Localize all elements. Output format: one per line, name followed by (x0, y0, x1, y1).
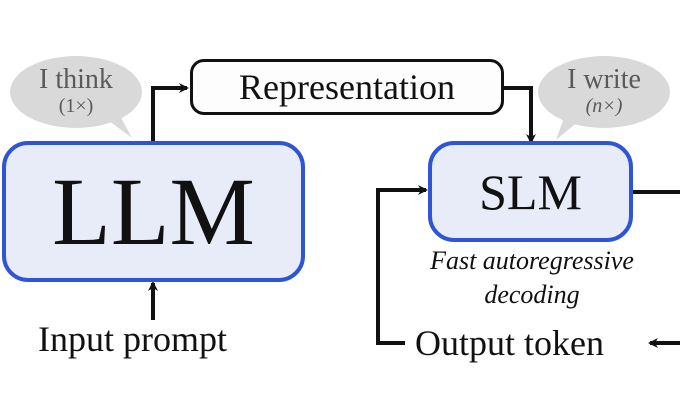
arrow-representation-to-slm (503, 86, 536, 144)
input-prompt-label: Input prompt (38, 319, 227, 359)
representation-label: Representation (239, 67, 455, 107)
slm-thought: I write (n×) (538, 64, 670, 117)
arrow-output-loop-to-slm (376, 185, 428, 345)
output-token-label: Output token (415, 323, 604, 363)
slm-thought-bubble (538, 56, 670, 140)
representation-box: Representation (190, 59, 504, 115)
slm-multiplier: (n×) (585, 95, 623, 117)
slm-caption-line1: Fast autoregressive (430, 246, 634, 275)
llm-thought: I think (1×) (10, 64, 142, 117)
slm-caption: Fast autoregressive decoding (398, 244, 666, 312)
slm-thought-text: I write (567, 64, 641, 95)
slm-box: SLM (428, 141, 633, 242)
llm-box: LLM (2, 141, 305, 282)
slm-label: SLM (479, 163, 582, 220)
arrow-llm-to-representation (151, 83, 189, 142)
llm-thought-text: I think (39, 64, 113, 95)
llm-thought-bubble (10, 56, 142, 138)
llm-multiplier: (1×) (58, 95, 94, 117)
slm-caption-line2: decoding (484, 280, 580, 309)
llm-label: LLM (52, 158, 255, 265)
